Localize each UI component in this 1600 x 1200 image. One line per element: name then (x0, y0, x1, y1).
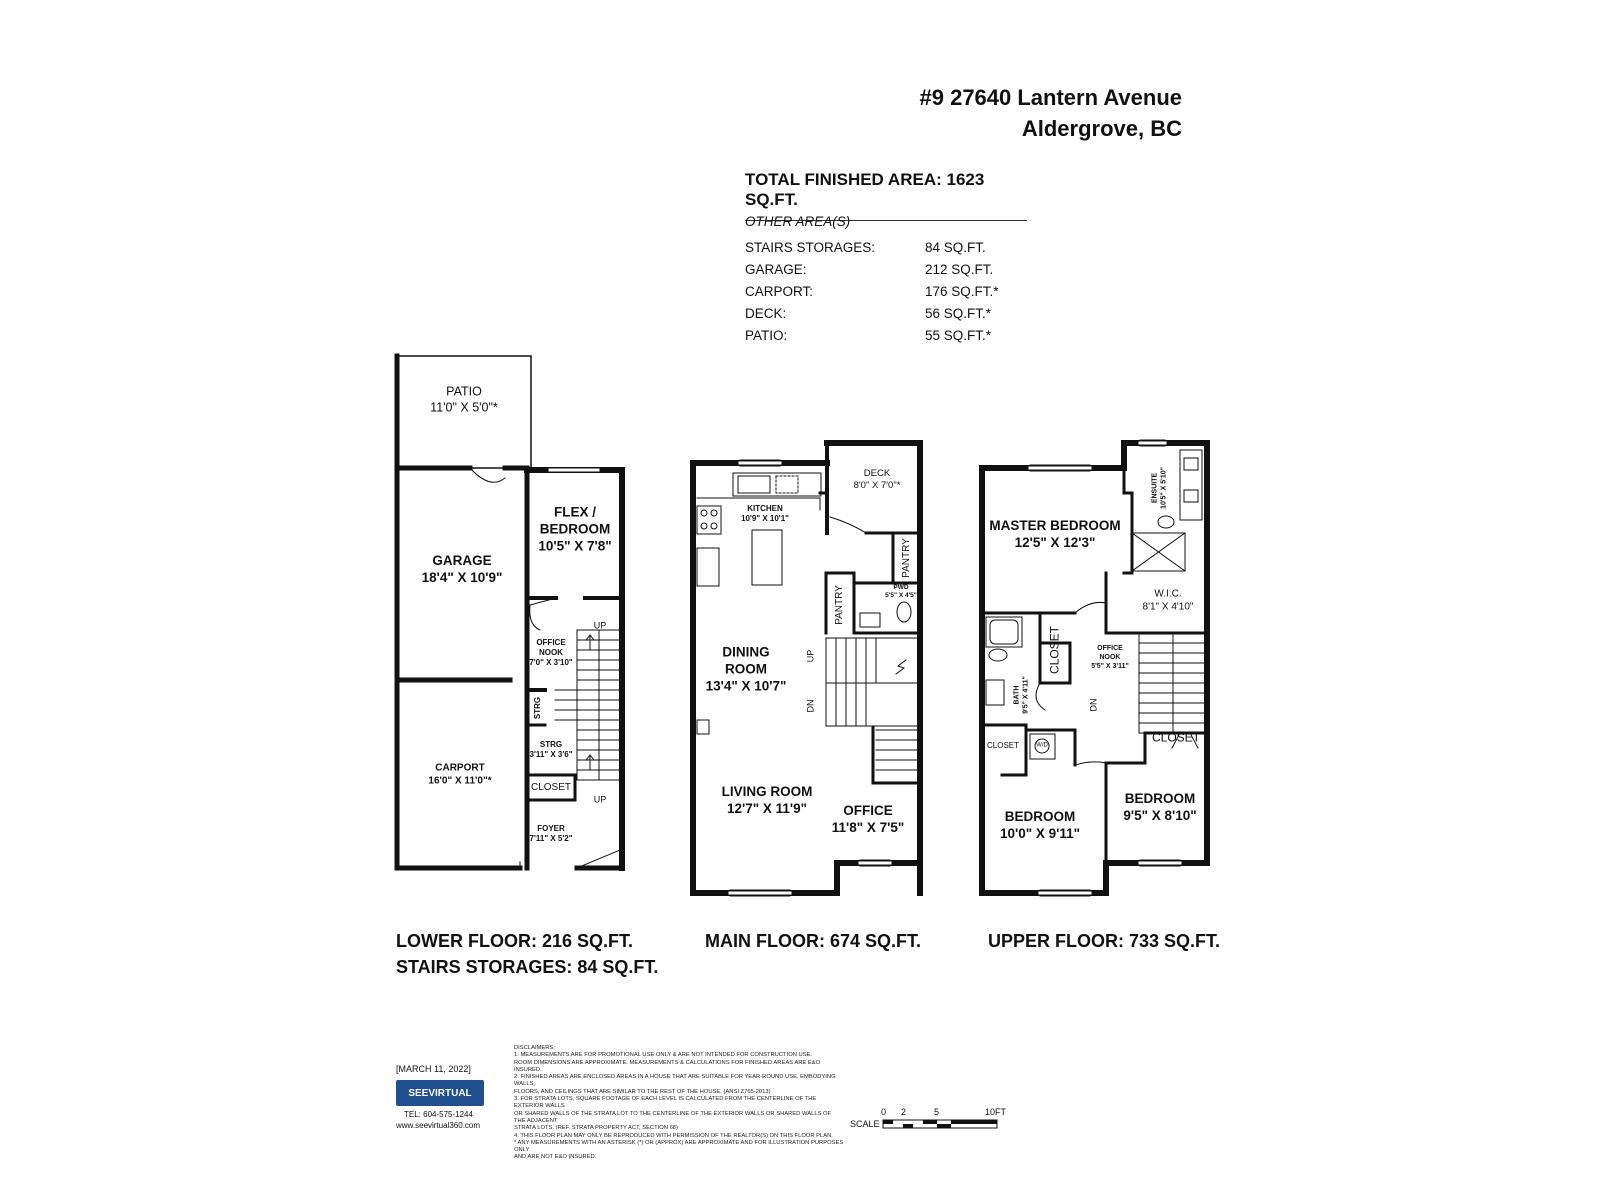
lower-floor-plan (394, 353, 625, 871)
phone-number: TEL: 604-575-1244 (404, 1110, 473, 1119)
scale-tick: 2 (901, 1107, 907, 1117)
upper-floor-summary: UPPER FLOOR: 733 SQ.FT. (988, 931, 1221, 951)
upper-closet-right-label: CLOSET (1151, 730, 1201, 745)
strg-small-label: STRG (533, 696, 542, 720)
address-line-2: Aldergrove, BC (1021, 116, 1182, 141)
lower-floor-summary: LOWER FLOOR: 216 SQ.FT. (396, 931, 634, 951)
main-up-label: UP (805, 649, 816, 663)
total-finished-area: TOTAL FINISHED AREA: 1623 SQ.FT. (745, 170, 1027, 221)
stairs-storages-summary: STAIRS STORAGES: 84 SQ.FT. (396, 957, 659, 977)
main-dn-label: DN (805, 699, 816, 713)
other-areas-heading: OTHER AREA(S) (745, 214, 851, 229)
scale-bar-fill (883, 1120, 997, 1128)
other-area-row: DECK:56 SQ.FT.* (745, 306, 992, 321)
upper-closet-vertical-label: CLOSET (1047, 625, 1062, 675)
upper-closet-small-label: CLOSET (986, 741, 1020, 750)
scale-label: SCALE (850, 1119, 880, 1129)
lower-up-label-1: UP (593, 620, 607, 631)
website: www.seevirtual360.com (396, 1121, 481, 1130)
other-area-row: STAIRS STORAGES:84 SQ.FT. (745, 240, 986, 255)
other-area-row: CARPORT:176 SQ.FT.* (745, 284, 999, 299)
disclaimers: DISCLAIMERS: 1. MEASUREMENTS ARE FOR PRO… (514, 1045, 844, 1161)
plan-date: [MARCH 11, 2022] (396, 1064, 471, 1074)
upper-floor-plan (979, 439, 1210, 897)
upper-dn-label: DN (1088, 698, 1099, 712)
pantry-label-2: PANTRY (833, 585, 845, 625)
wic-label: W.I.C.8'1" X 4'10" (1142, 588, 1194, 613)
pantry-label-1: PANTRY (900, 538, 912, 578)
other-area-row: PATIO:55 SQ.FT.* (745, 328, 992, 343)
lower-closet-label: CLOSET (530, 781, 572, 793)
lower-up-label-2: UP (593, 794, 607, 805)
scale-tick: 10FT (985, 1107, 1007, 1117)
main-floor-summary: MAIN FLOOR: 674 SQ.FT. (705, 931, 922, 951)
other-area-row: GARAGE:212 SQ.FT. (745, 262, 994, 277)
scale-tick: 0 (881, 1107, 887, 1117)
scale-tick: 5 (934, 1107, 940, 1117)
main-floor-plan (690, 440, 923, 897)
seevirtual-logo: SEEVIRTUAL (396, 1080, 484, 1106)
wd-label: W/D (1036, 742, 1048, 749)
address-line-1: #9 27640 Lantern Avenue (919, 85, 1183, 110)
